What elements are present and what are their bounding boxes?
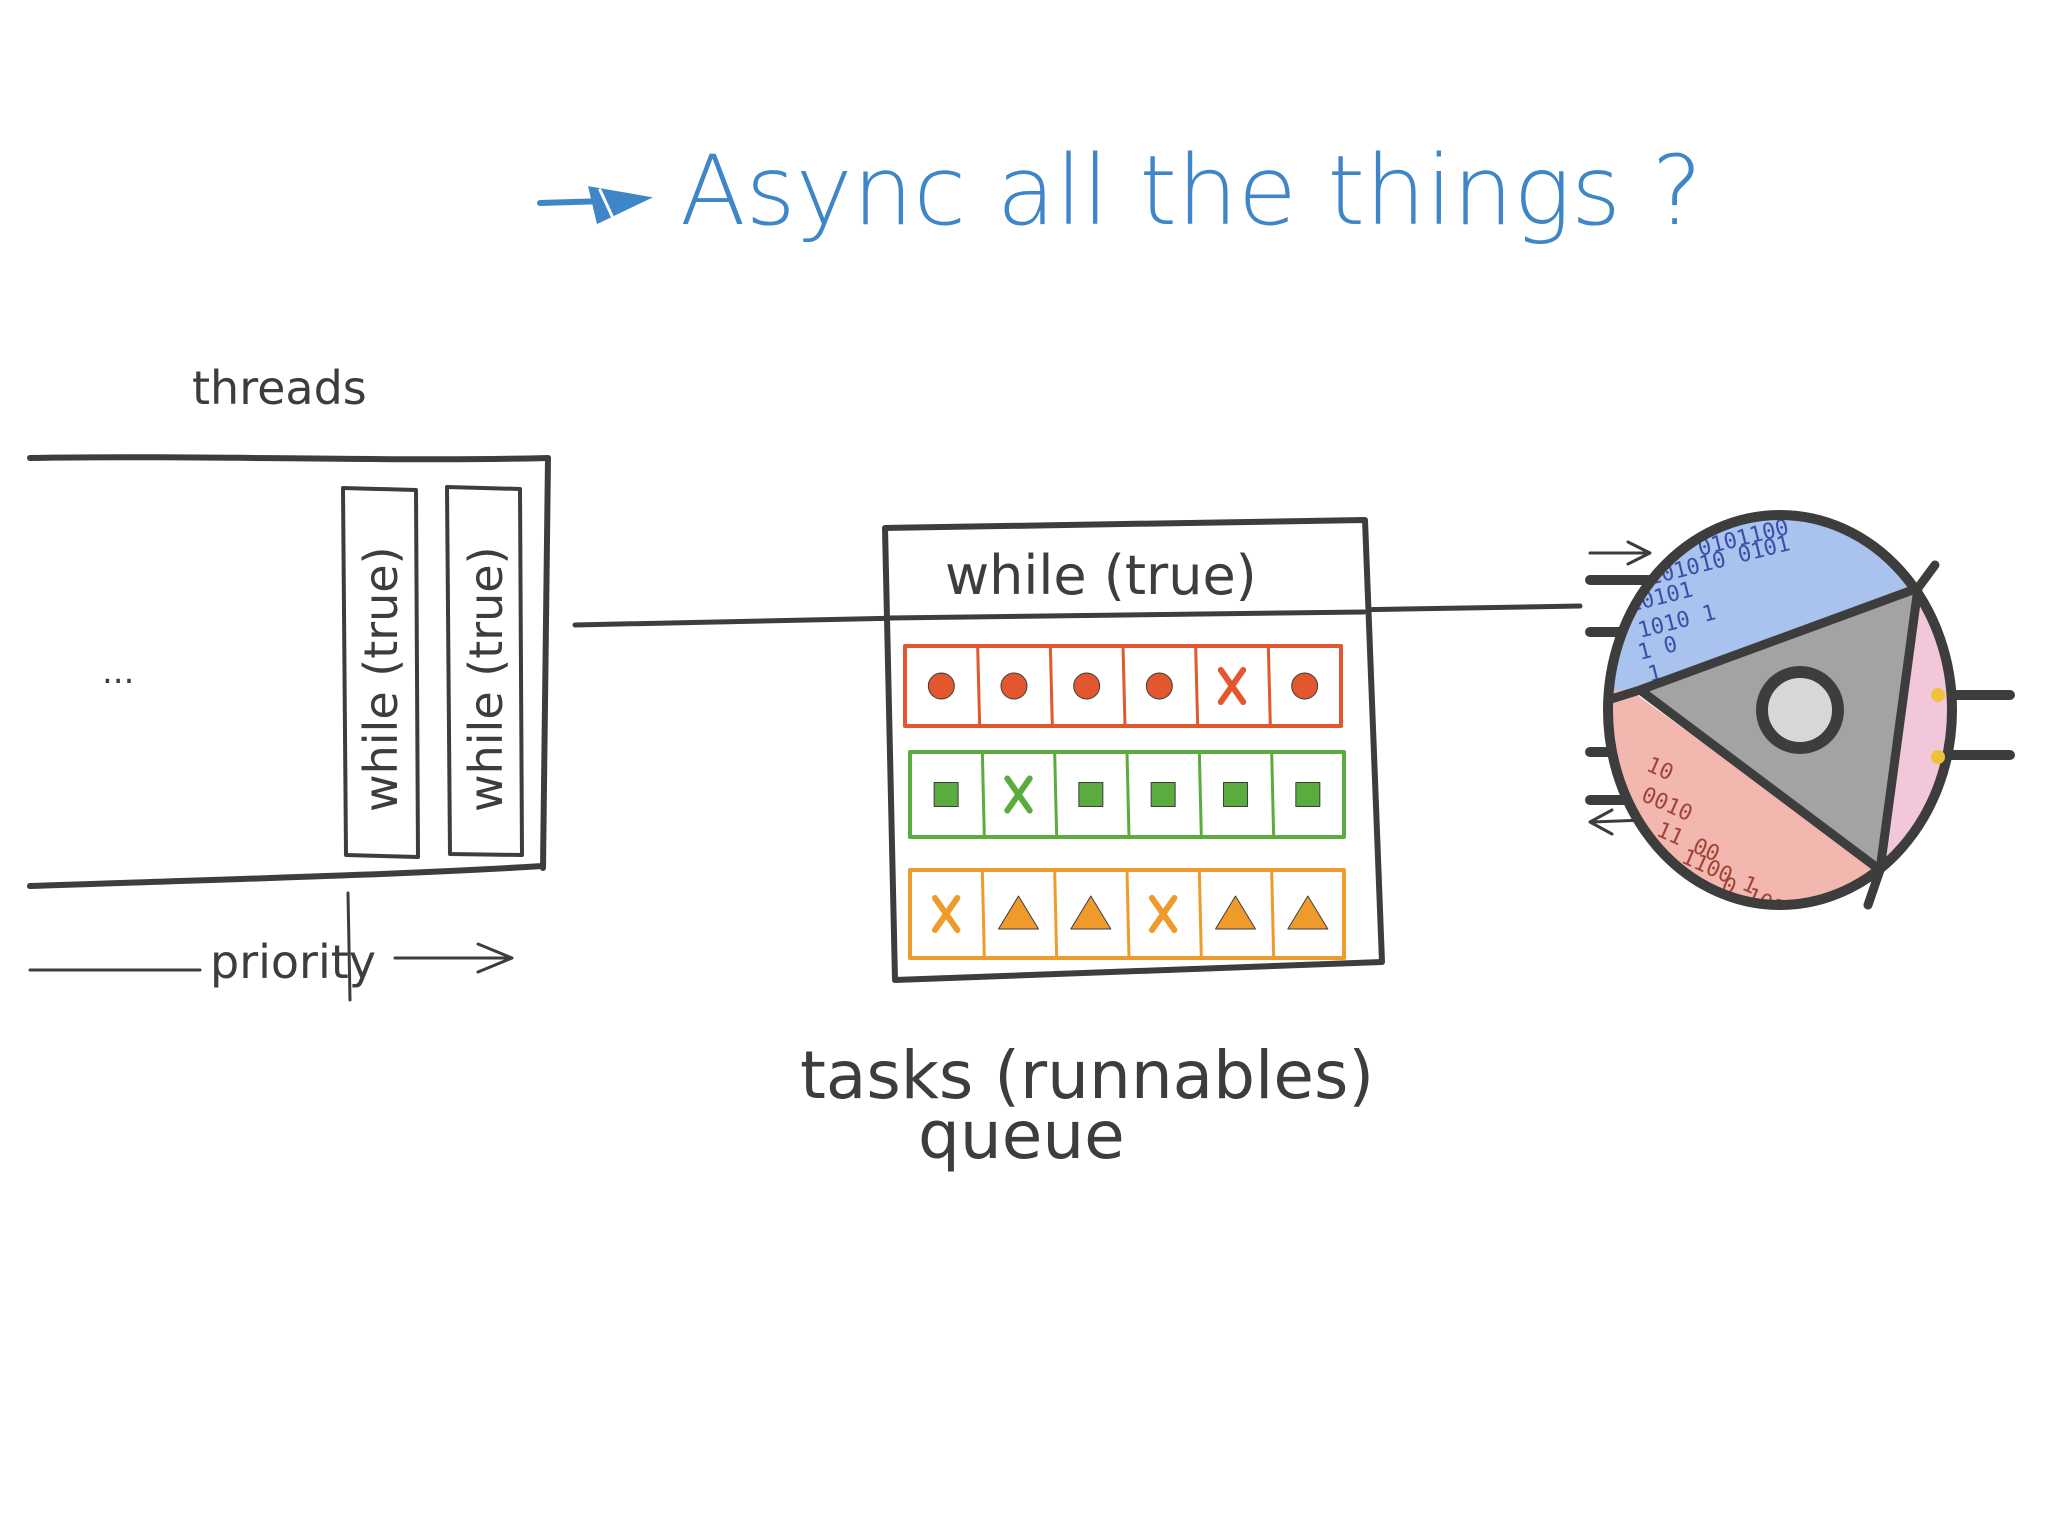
arrow-icon xyxy=(537,186,653,225)
threads-right-edge xyxy=(540,455,551,871)
cpu-outline xyxy=(1603,510,1957,910)
thread-lane: while (true) xyxy=(445,485,524,857)
threads-label: threads xyxy=(192,361,367,415)
task-dot-icon xyxy=(1291,672,1319,700)
queue-cell-divider xyxy=(1194,644,1200,728)
task-dot-icon xyxy=(1073,672,1101,700)
queue-cell-divider xyxy=(980,750,986,839)
title-group: Async all the things ? xyxy=(537,135,1702,247)
cpu-pin-dot xyxy=(1931,688,1945,702)
queue-label-group: tasks (runnables) queue xyxy=(800,1037,1374,1174)
queue-group: while (true) xyxy=(882,517,1385,983)
page-title: Async all the things ? xyxy=(680,135,1702,247)
queue-cell-divider xyxy=(1197,868,1203,960)
task-square-icon xyxy=(933,782,959,807)
threads-ellipsis: ... xyxy=(102,652,134,692)
queue-cell-divider xyxy=(1270,868,1276,960)
task-cancel-x-icon xyxy=(931,895,961,933)
queue-cell-divider xyxy=(1121,644,1127,728)
queue-header: while (true) xyxy=(945,544,1257,607)
thread-lane-label: while (true) xyxy=(354,546,408,812)
priority-axis: priority xyxy=(28,891,514,1002)
queue-cell-divider xyxy=(1048,644,1054,728)
queue-label-line2: queue xyxy=(918,1097,1125,1174)
task-square-icon xyxy=(1150,782,1176,807)
task-dot-icon xyxy=(1145,672,1173,700)
cpu-center-ring xyxy=(1756,666,1844,754)
queue-row xyxy=(908,868,1346,960)
queue-cell-divider xyxy=(1125,868,1131,960)
arrow-right-icon xyxy=(1588,540,1652,566)
task-square-icon xyxy=(1078,782,1104,807)
task-triangle-icon xyxy=(1215,895,1256,930)
task-cancel-x-icon xyxy=(1148,895,1178,933)
queue-rows xyxy=(903,644,1346,960)
task-triangle-icon xyxy=(1287,895,1329,930)
queue-cell-divider xyxy=(1266,644,1272,728)
task-square-icon xyxy=(1295,782,1321,807)
cpu-pin-dot xyxy=(1931,750,1945,764)
queue-cell-divider xyxy=(1125,750,1131,839)
task-triangle-icon xyxy=(998,895,1039,930)
task-triangle-icon xyxy=(1070,895,1112,930)
task-cancel-x-icon xyxy=(1004,775,1033,814)
queue-row xyxy=(908,750,1346,839)
task-cancel-x-icon xyxy=(1217,667,1247,705)
queue-cell-divider xyxy=(1270,750,1276,839)
queue-cell-divider xyxy=(1053,750,1059,839)
queue-cell-divider xyxy=(980,868,986,960)
thread-lane-label: while (true) xyxy=(459,546,513,812)
threads-group: threads ... while (true) while (true) pr… xyxy=(27,361,551,1002)
queue-cell-divider xyxy=(1197,750,1203,839)
queue-header-divider xyxy=(884,609,1367,621)
thread-lane: while (true) xyxy=(341,486,420,859)
queue-cell-divider xyxy=(1053,868,1059,960)
queue-cell-divider xyxy=(976,644,982,728)
task-dot-icon xyxy=(1000,672,1028,700)
queue-label-line1: tasks (runnables) xyxy=(800,1037,1374,1114)
cpu-core-outline xyxy=(1635,583,1923,875)
threads-top-line xyxy=(27,454,551,463)
threads-bottom-line xyxy=(27,863,546,889)
arrow-right-icon xyxy=(476,942,514,974)
queue-row xyxy=(903,644,1343,728)
task-square-icon xyxy=(1223,782,1248,807)
task-dot-icon xyxy=(927,672,955,700)
